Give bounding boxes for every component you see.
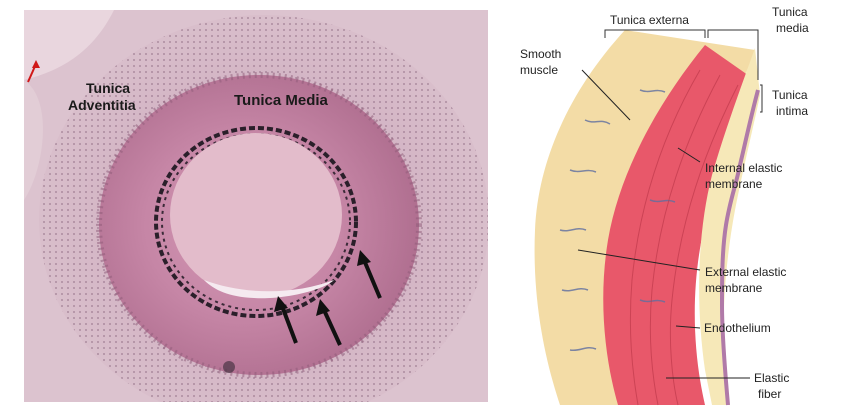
lumen-gap xyxy=(204,280,334,299)
fiber-4 xyxy=(561,287,589,292)
internal-elastic-lamina xyxy=(154,126,358,318)
histology-micrograph: Tunica Adventitia Tunica Media xyxy=(24,10,489,412)
diagram-labels: Tunica externa Tunica media Tunica intim… xyxy=(520,5,809,401)
striation-3 xyxy=(669,84,739,406)
fiber-6 xyxy=(639,89,666,93)
fiber-8 xyxy=(639,299,666,303)
artery-wall-diagram: Tunica externa Tunica media Tunica intim… xyxy=(500,0,852,407)
label-external-elastic-line2: membrane xyxy=(705,281,763,295)
fiber-5 xyxy=(569,347,597,352)
label-tunica-adventitia-line2: Adventitia xyxy=(68,97,136,113)
fiber-7 xyxy=(649,199,676,203)
fiber-1 xyxy=(584,119,611,125)
black-arrow-1-head xyxy=(274,296,288,312)
elastic-fibers xyxy=(559,89,676,352)
red-arrow-head xyxy=(32,60,40,68)
label-smooth-muscle-line2: muscle xyxy=(520,63,558,77)
media-outer-speckle xyxy=(96,72,422,378)
label-internal-elastic-line2: membrane xyxy=(705,177,763,191)
label-tunica-adventitia-line1: Tunica xyxy=(86,80,130,96)
black-arrow-3 xyxy=(362,259,382,299)
label-tunica-intima-line2: intima xyxy=(776,104,808,118)
black-arrow-3-head xyxy=(357,250,371,266)
fiber-2 xyxy=(569,169,597,173)
fiber-3 xyxy=(559,227,587,232)
cell-nucleus xyxy=(223,361,235,373)
label-external-elastic-line1: External elastic xyxy=(705,265,786,279)
label-tunica-media-line2: media xyxy=(776,21,809,35)
diagram-image: Tunica externa Tunica media Tunica intim… xyxy=(520,5,809,406)
leader-external-elastic xyxy=(577,249,701,271)
leader-internal-elastic xyxy=(677,147,701,163)
label-endothelium: Endothelium xyxy=(704,321,771,335)
leader-endothelium xyxy=(675,325,701,329)
label-internal-elastic-line1: Internal elastic xyxy=(705,161,782,175)
bracket-intima xyxy=(760,84,763,113)
connective-tissue-left xyxy=(24,80,43,200)
black-arrow-2 xyxy=(322,309,342,346)
bracket-externa xyxy=(604,29,706,38)
black-arrow-2-head xyxy=(316,299,330,316)
label-tunica-intima-line1: Tunica xyxy=(772,88,808,102)
label-tunica-externa: Tunica externa xyxy=(610,13,689,27)
striation-1 xyxy=(629,69,701,406)
black-arrow-1 xyxy=(280,305,298,344)
striation-2 xyxy=(649,74,721,406)
label-elastic-fiber-line2: fiber xyxy=(758,387,781,401)
tunica-media-layer xyxy=(603,45,755,405)
leader-lines xyxy=(577,69,750,379)
label-smooth-muscle-line1: Smooth xyxy=(520,47,561,61)
endothelium-edge xyxy=(719,89,760,406)
vessel-lumen xyxy=(170,133,342,297)
bracket-lines xyxy=(604,29,763,113)
smooth-muscle-striations xyxy=(629,69,739,406)
connective-tissue-corner xyxy=(24,10,114,80)
micrograph-image: Tunica Adventitia Tunica Media xyxy=(24,10,489,412)
bracket-media xyxy=(707,29,759,80)
label-elastic-fiber-line1: Elastic xyxy=(754,371,789,385)
leader-smooth-muscle xyxy=(581,69,631,121)
label-tunica-media-line1: Tunica xyxy=(772,5,808,19)
label-tunica-media: Tunica Media xyxy=(234,92,329,109)
black-arrows xyxy=(274,250,382,346)
